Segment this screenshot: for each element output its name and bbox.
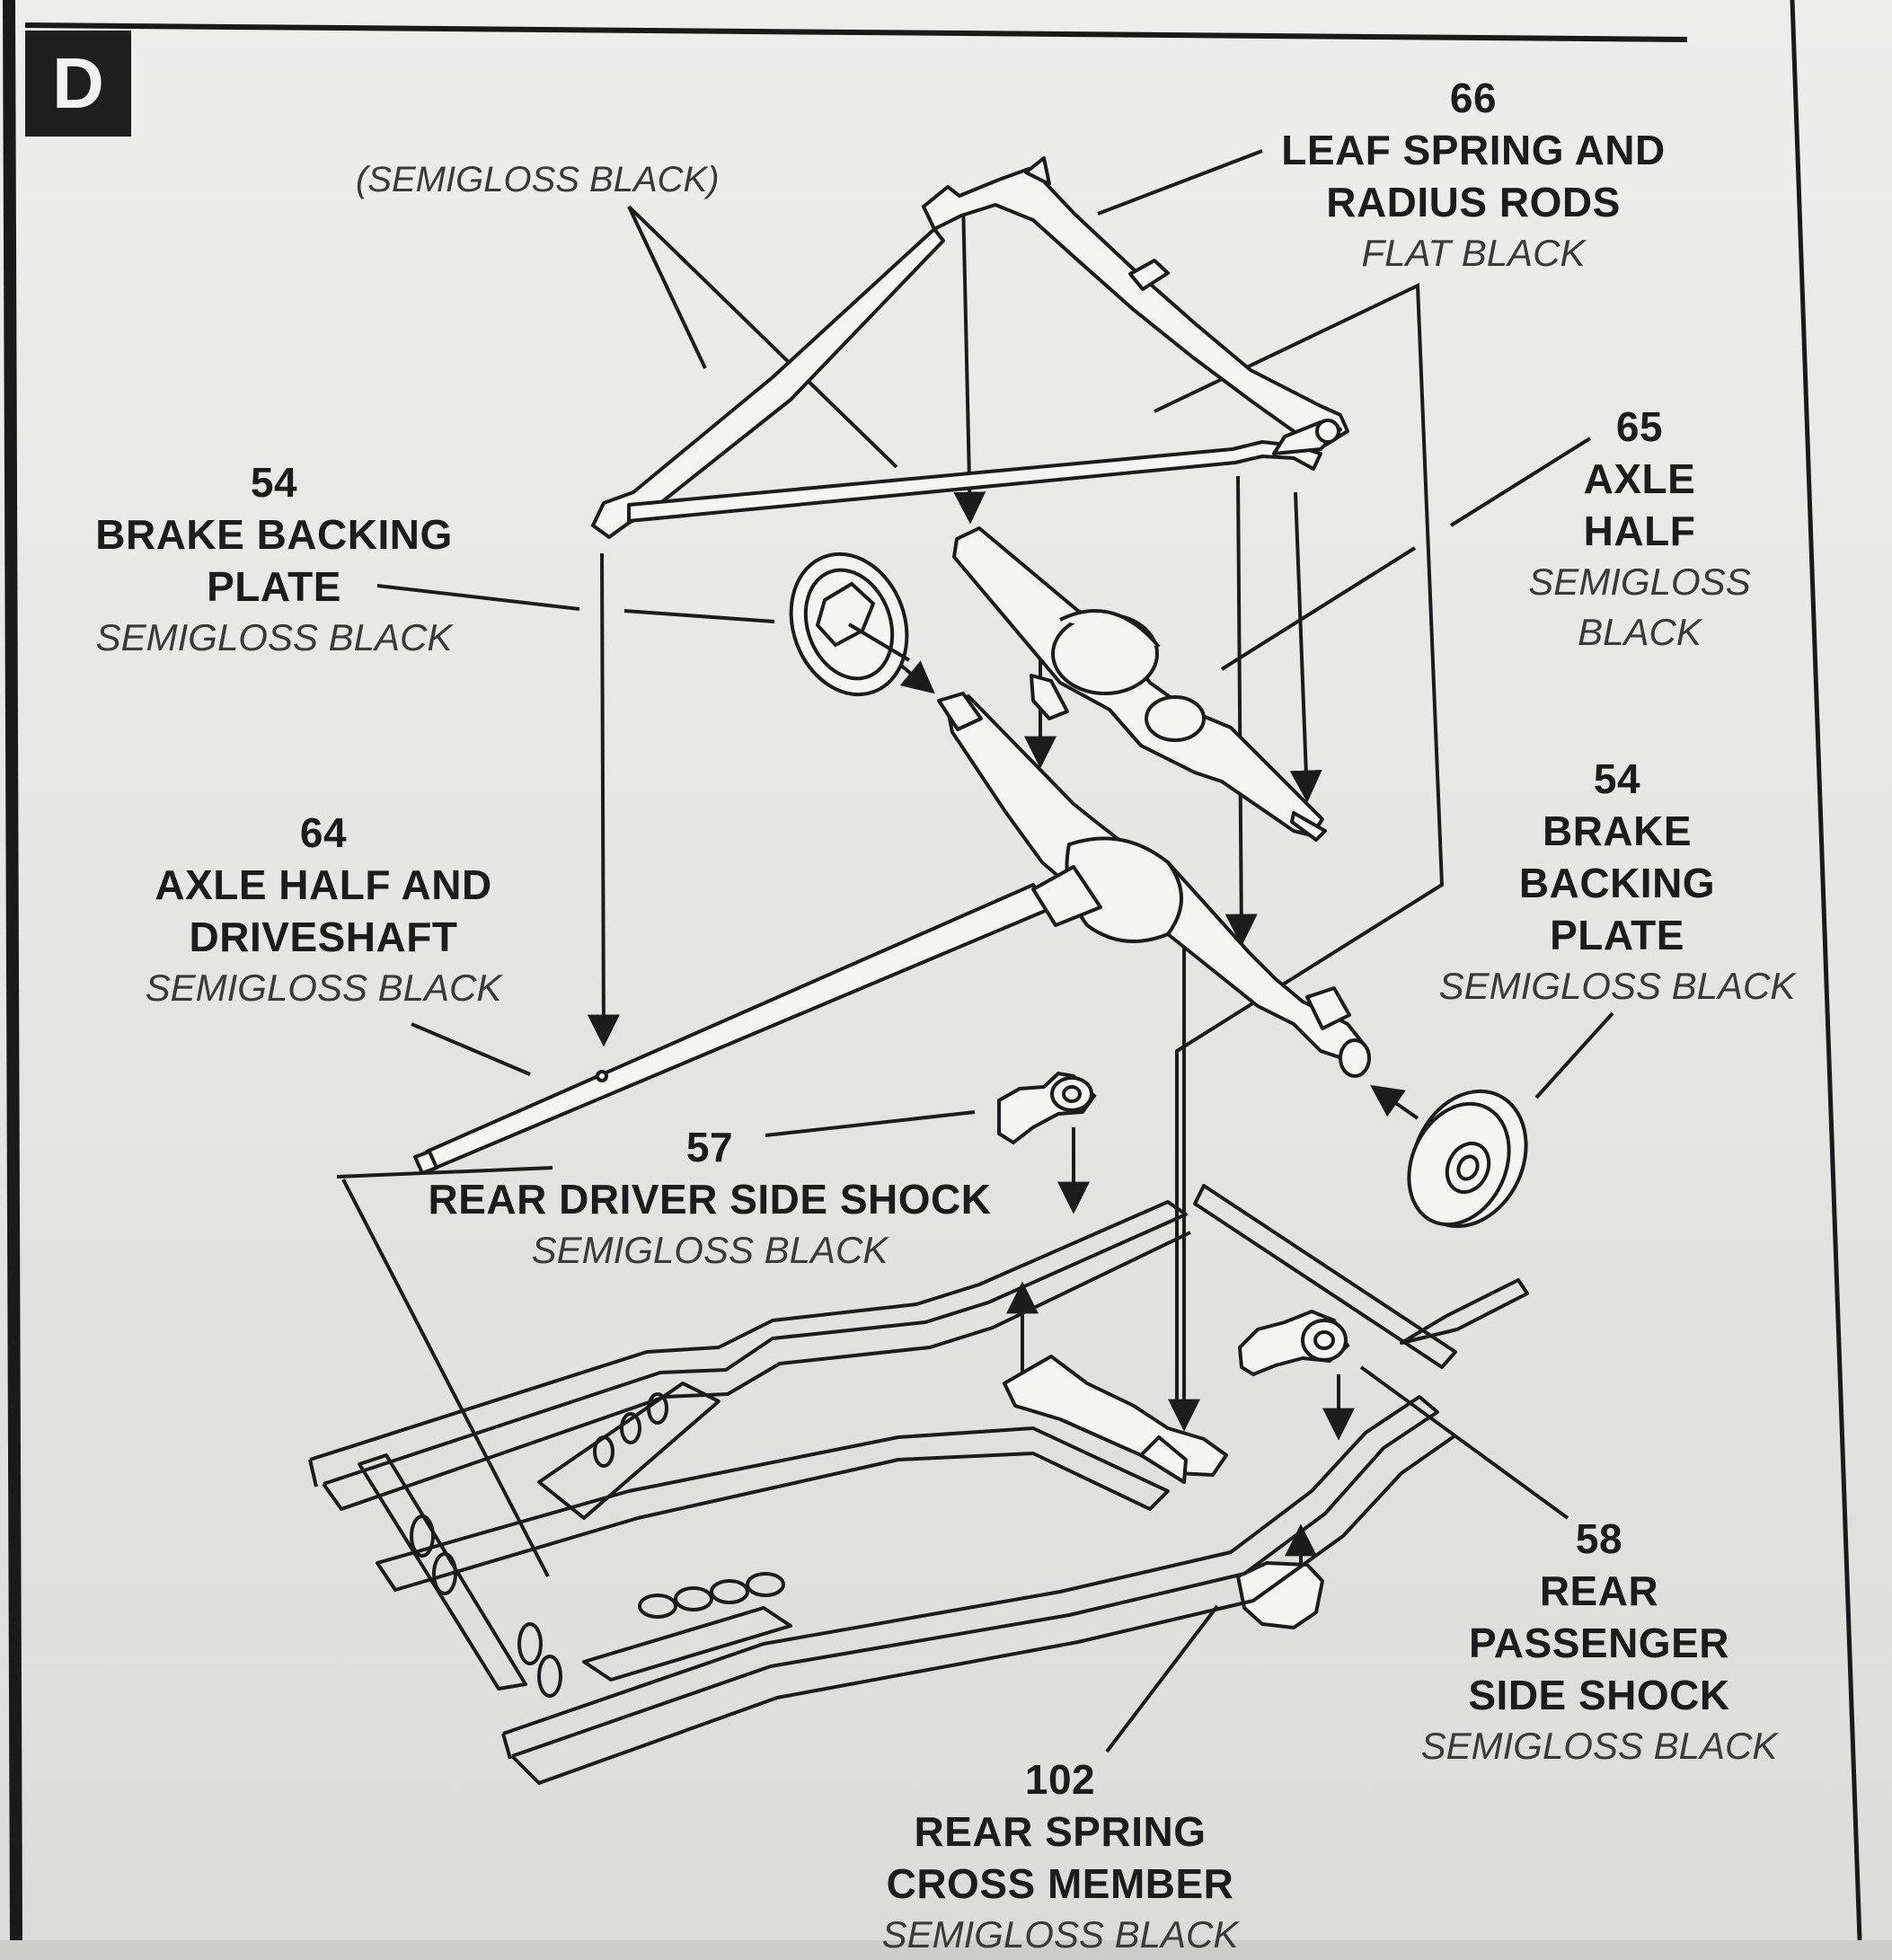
part-number: 64 (299, 809, 348, 856)
paint-color: SEMIGLOSS BLACK (1438, 965, 1796, 1007)
callout-rear-driver-shock: 57 REAR DRIVER SIDE SHOCK SEMIGLOSS BLAC… (377, 1121, 1042, 1276)
rear-passenger-shock-part (1237, 1309, 1350, 1377)
part-number: 66 (1449, 75, 1498, 121)
part-number: 65 (1615, 403, 1664, 450)
leader-lines (336, 149, 1614, 1753)
part-name: BRAKE BACKING PLATE (1518, 808, 1716, 958)
part-name: REAR PASSENGER SIDE SHOCK (1468, 1567, 1730, 1718)
page-frame (3, 0, 1862, 1940)
paint-color: SEMIGLOSS BLACK (1420, 1725, 1778, 1767)
callout-brake-backing-plate-right: 54 BRAKE BACKING PLATE SEMIGLOSS BLACK (1428, 753, 1806, 1011)
general-paint-note: (SEMIGLOSS BLACK) (356, 160, 720, 199)
callout-rear-passenger-shock: 58 REAR PASSENGER SIDE SHOCK SEMIGLOSS B… (1419, 1513, 1779, 1771)
callout-leaf-spring: 66 LEAF SPRING AND RADIUS RODS FLAT BLAC… (1240, 72, 1707, 278)
rear-driver-shock-part (997, 1071, 1097, 1145)
part-number: 57 (685, 1124, 734, 1170)
paint-color: SEMIGLOSS BLACK (145, 967, 502, 1009)
assembly-arrows (587, 199, 1419, 1576)
part-number: 54 (1593, 755, 1641, 802)
part-name: AXLE HALF AND DRIVESHAFT (155, 861, 492, 960)
paint-color: SEMIGLOSS BLACK (881, 1913, 1239, 1956)
part-number: 58 (1575, 1515, 1623, 1562)
rear-spring-cross-member-part (1003, 1355, 1324, 1629)
leaf-spring-part (591, 156, 1349, 539)
part-number: 54 (250, 459, 298, 506)
paint-color: FLAT BLACK (1361, 232, 1586, 274)
axle-half-part (952, 526, 1327, 842)
part-name: BRAKE BACKING PLATE (95, 511, 453, 610)
part-name: AXLE HALF (1583, 455, 1696, 554)
paint-color: SEMIGLOSS BLACK (1528, 561, 1751, 653)
part-number: 102 (1024, 1756, 1096, 1803)
brake-backing-plate-right-part (1407, 1089, 1528, 1229)
paint-color: SEMIGLOSS BLACK (95, 616, 453, 658)
step-badge: D (25, 31, 131, 137)
axle-driveshaft-part (413, 692, 1371, 1175)
brake-backing-plate-left-part (789, 552, 911, 697)
part-name: LEAF SPRING AND RADIUS RODS (1281, 127, 1666, 225)
paint-color: SEMIGLOSS BLACK (531, 1229, 889, 1271)
callout-axle-half-driveshaft: 64 AXLE HALF AND DRIVESHAFT SEMIGLOSS BL… (99, 807, 548, 1013)
part-name: REAR SPRING CROSS MEMBER (886, 1808, 1234, 1907)
callout-axle-half: 65 AXLE HALF SEMIGLOSS BLACK (1518, 401, 1761, 658)
callout-rear-spring-cross-member: 102 REAR SPRING CROSS MEMBER SEMIGLOSS B… (844, 1753, 1276, 1960)
chassis-frame (308, 1184, 1529, 1785)
part-name: REAR DRIVER SIDE SHOCK (428, 1176, 992, 1223)
callout-brake-backing-plate-left: 54 BRAKE BACKING PLATE SEMIGLOSS BLACK (54, 456, 494, 663)
